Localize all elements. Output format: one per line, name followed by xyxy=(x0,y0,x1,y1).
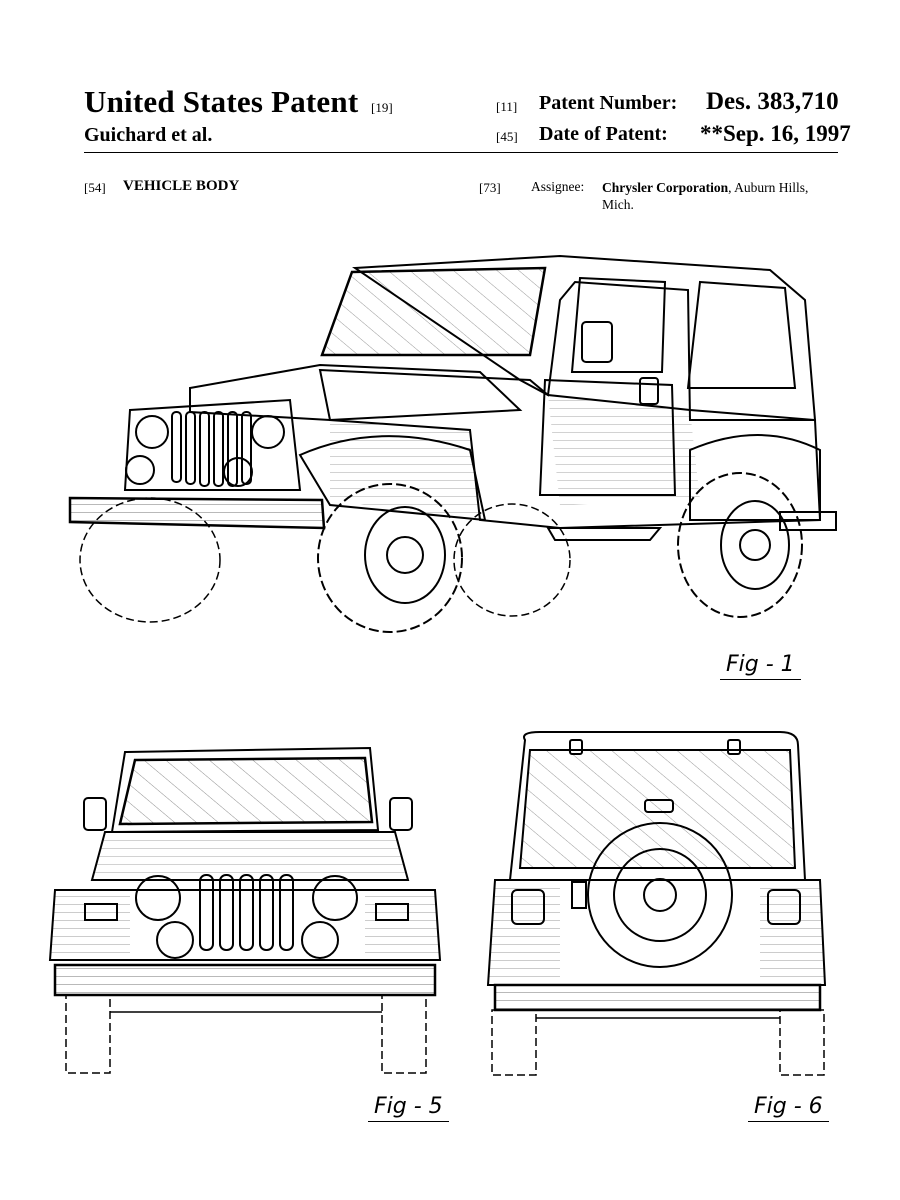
fig1-left-headlight xyxy=(135,415,169,449)
fig1-grille-slots xyxy=(171,411,252,487)
fig6-left-taillight xyxy=(511,889,545,925)
fig6-hardtop xyxy=(508,731,807,881)
header-rule xyxy=(84,152,838,153)
fig1-rear-wheel xyxy=(677,472,803,618)
inventors: Guichard et al. xyxy=(84,124,213,146)
assignee-name: Chrysler Corporation xyxy=(602,180,729,195)
fig1-front-wheel xyxy=(317,483,463,633)
fig6-label: Fig - 6 xyxy=(748,1094,829,1122)
fig5-right-mirror xyxy=(389,797,413,831)
assignee-code: [73] xyxy=(479,180,501,195)
fig5-roof xyxy=(110,746,380,834)
fig1-rear-fender xyxy=(689,434,821,521)
fig1-hardtop xyxy=(352,254,817,421)
date-label: Date of Patent: xyxy=(539,123,668,145)
fig5-grille-slots xyxy=(199,874,294,951)
fig5-left-headlight xyxy=(135,875,181,921)
fig1-drawing xyxy=(68,254,837,633)
fig1-hood xyxy=(189,363,523,422)
fig5-left-marker xyxy=(84,903,118,921)
date-value: **Sep. 16, 1997 xyxy=(700,121,851,146)
fig1-right-headlight xyxy=(251,415,285,449)
fig1-rear-bumper xyxy=(779,511,837,531)
fig5-wheels xyxy=(65,994,427,1074)
patent-number-label: Patent Number: xyxy=(539,92,678,114)
fig1-front-fender xyxy=(298,435,487,522)
fig6-spare-tire xyxy=(587,822,733,968)
fig1-rear-window xyxy=(686,280,797,389)
title-code: [19] xyxy=(371,100,393,115)
fig5-right-marker xyxy=(375,903,409,921)
fig5-right-headlight xyxy=(312,875,358,921)
assignee-label: Assignee: xyxy=(531,179,585,194)
fig6-drawing xyxy=(486,731,827,1076)
fig5-left-foglight xyxy=(156,921,194,959)
title-field-code: [54] xyxy=(84,180,106,195)
fig1-door xyxy=(538,378,677,496)
patent-number-code: [11] xyxy=(496,99,518,114)
patent-title: United States Patent xyxy=(84,84,359,119)
fig1-label: Fig - 1 xyxy=(720,652,801,680)
fig1-left-foglight xyxy=(125,455,155,485)
fig1-mirror xyxy=(581,321,613,363)
fig6-wheels xyxy=(491,1009,825,1076)
fig1-rear-left-wheel xyxy=(79,497,571,623)
fig1-door-handle xyxy=(639,377,659,405)
fig1-right-foglight xyxy=(223,457,253,487)
fig1-door-window xyxy=(570,276,667,373)
patent-number-value: Des. 383,710 xyxy=(706,88,839,115)
fig5-left-mirror xyxy=(83,797,107,831)
fig5-label: Fig - 5 xyxy=(368,1094,449,1122)
fig6-brake-light xyxy=(644,799,674,813)
assignee-location: , Auburn Hills, Mich. xyxy=(602,180,809,212)
design-title: VEHICLE BODY xyxy=(123,178,240,194)
fig5-drawing xyxy=(48,746,442,1074)
date-code: [45] xyxy=(496,129,518,144)
fig5-right-foglight xyxy=(301,921,339,959)
fig6-tailgate-handle xyxy=(571,881,587,909)
fig1-step xyxy=(546,527,663,541)
assignee: Chrysler Corporation, Auburn Hills, Mich… xyxy=(602,179,842,213)
fig6-right-taillight xyxy=(767,889,801,925)
